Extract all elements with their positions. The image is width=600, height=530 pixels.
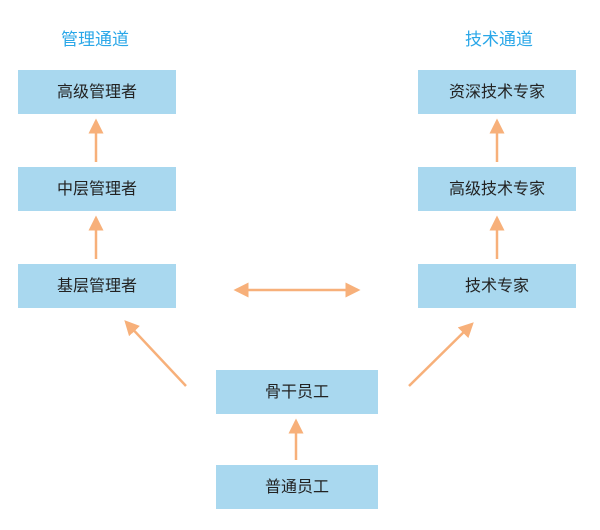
tech-expert-box: 技术专家: [418, 264, 576, 308]
backbone-staff-box: 骨干员工: [216, 370, 378, 414]
middle-manager-box: 中层管理者: [18, 167, 176, 211]
regular-staff-box: 普通员工: [216, 465, 378, 509]
base-manager-box: 基层管理者: [18, 264, 176, 308]
senior-manager-box: 高级管理者: [18, 70, 176, 114]
technical-track-heading: 技术通道: [465, 30, 533, 50]
arrow-backbone-to-base-manager: [124, 320, 187, 387]
advanced-tech-expert-box: 高级技术专家: [418, 167, 576, 211]
senior-tech-expert-box: 资深技术专家: [418, 70, 576, 114]
management-track-heading: 管理通道: [61, 30, 129, 50]
arrow-backbone-to-tech-expert: [408, 322, 474, 387]
